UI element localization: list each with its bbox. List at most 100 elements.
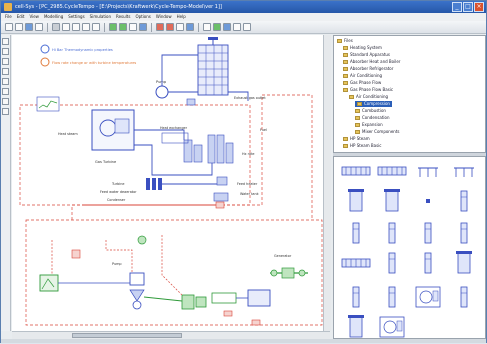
scroll-thumb[interactable] (72, 333, 182, 338)
menu-item-simulation[interactable]: Simulation (89, 14, 111, 19)
cooling-tower-icon[interactable] (379, 316, 405, 338)
column-icon[interactable] (460, 222, 468, 244)
tree-item[interactable]: Absorber Refrigerator (343, 66, 393, 72)
save-icon[interactable] (25, 23, 33, 31)
align-icon[interactable] (243, 23, 251, 31)
column-icon[interactable] (460, 286, 468, 308)
diagram-canvas[interactable]: Hi Bar Thermodynamic properties Flow rat… (12, 35, 330, 331)
left-tool-icon[interactable] (2, 88, 9, 95)
tree-item[interactable]: Compression (355, 101, 392, 107)
redo-icon[interactable] (92, 23, 100, 31)
column-icon[interactable] (388, 222, 396, 244)
heat-exchanger-block[interactable] (197, 44, 229, 96)
zoom-out-icon[interactable] (119, 23, 127, 31)
menu-item-settings[interactable]: Settings (68, 14, 85, 19)
table-icon[interactable] (203, 23, 211, 31)
minimize-button[interactable]: _ (452, 2, 462, 12)
undo-icon[interactable] (82, 23, 90, 31)
cut-icon[interactable] (52, 23, 60, 31)
tree-item[interactable]: Mixer Components (355, 129, 400, 135)
left-tool-icon[interactable] (2, 38, 9, 45)
column-icon[interactable] (424, 252, 432, 274)
maximize-button[interactable]: □ (463, 2, 473, 12)
column-icon[interactable] (352, 286, 360, 308)
column-icon[interactable] (388, 252, 396, 274)
results-icon[interactable] (186, 23, 194, 31)
fuel-label: Fuel (260, 128, 267, 132)
green-turbine-train[interactable] (181, 292, 237, 310)
pipe-split-icon[interactable] (454, 167, 474, 177)
pump-symbol[interactable] (155, 85, 169, 99)
trend-display[interactable] (36, 96, 60, 112)
tree-item[interactable]: Absorber Heat and Boiler (343, 59, 400, 65)
tree-item[interactable]: Air Conditioning (343, 73, 382, 79)
tree-item[interactable]: Gas Phase Flow Basic (343, 87, 393, 93)
new-icon[interactable] (5, 23, 13, 31)
small-fitting-icon[interactable] (426, 199, 430, 203)
heat-exchanger-icon[interactable] (377, 166, 407, 176)
left-tool-icon[interactable] (2, 58, 9, 65)
close-button[interactable]: × (474, 2, 484, 12)
lower-pump-block[interactable] (129, 272, 145, 286)
menu-item-results[interactable]: Results (115, 14, 131, 19)
feed-heaters[interactable] (146, 176, 229, 202)
tree-item[interactable]: Gas Phase Flow (343, 80, 381, 86)
tree-item[interactable]: Expansion (355, 122, 383, 128)
drum-icon[interactable] (348, 315, 364, 338)
turbine-icon[interactable] (418, 167, 438, 177)
tree-item[interactable]: HP Steam (343, 136, 370, 142)
column-exchangers[interactable] (183, 134, 234, 164)
tree-item[interactable]: HP Steam Basic (343, 143, 381, 149)
folder-icon (343, 81, 348, 85)
help-icon[interactable] (223, 23, 231, 31)
left-tool-icon[interactable] (2, 108, 9, 115)
lower-heat-exchanger[interactable] (39, 274, 59, 292)
lower-storage-tank[interactable] (247, 289, 271, 307)
column-icon[interactable] (388, 286, 396, 308)
left-tool-icon[interactable] (2, 98, 9, 105)
folder-icon (343, 137, 348, 141)
valve-tower-icon[interactable] (348, 189, 364, 212)
tree-item[interactable]: Files (337, 38, 353, 44)
print-icon[interactable] (35, 23, 43, 31)
menu-item-options[interactable]: Options (135, 14, 151, 19)
connect-icon[interactable] (139, 23, 147, 31)
menu-item-view[interactable]: View (29, 14, 39, 19)
left-tool-icon[interactable] (2, 68, 9, 75)
calc-icon[interactable] (176, 23, 184, 31)
tree-item-label: Mixer Components (362, 129, 400, 134)
stop-icon[interactable] (166, 23, 174, 31)
tree-item-label: Files (344, 38, 353, 43)
column-icon[interactable] (352, 222, 360, 244)
column-icon[interactable] (460, 190, 468, 212)
tree-item[interactable]: Heating System (343, 45, 382, 51)
tank-icon[interactable] (456, 251, 472, 274)
chart-icon[interactable] (213, 23, 221, 31)
boiler-icon[interactable] (384, 189, 400, 212)
run-icon[interactable] (156, 23, 164, 31)
tree-item[interactable]: Air Conditioning (349, 94, 388, 100)
left-tool-icon[interactable] (2, 48, 9, 55)
copy-icon[interactable] (62, 23, 70, 31)
coil-tank-icon[interactable] (415, 286, 441, 308)
menu-item-edit[interactable]: Edit (16, 14, 25, 19)
canvas-vertical-scrollbar[interactable] (323, 35, 331, 331)
menu-item-file[interactable]: File (5, 14, 12, 19)
canvas-horizontal-scrollbar[interactable] (12, 331, 330, 339)
column-icon[interactable] (424, 222, 432, 244)
pointer-icon[interactable] (129, 23, 137, 31)
menu-item-modelling[interactable]: Modelling (43, 14, 64, 19)
panel-splitter[interactable] (333, 153, 486, 156)
manifold-icon[interactable] (341, 258, 371, 268)
zoom-in-icon[interactable] (109, 23, 117, 31)
paste-icon[interactable] (72, 23, 80, 31)
tree-item[interactable]: Combustion (355, 108, 386, 114)
open-icon[interactable] (15, 23, 23, 31)
left-tool-icon[interactable] (2, 78, 9, 85)
tree-item[interactable]: Standard Apparatus (343, 52, 390, 58)
grid-icon[interactable] (233, 23, 241, 31)
menu-item-window[interactable]: Window (155, 14, 172, 19)
tree-item[interactable]: Condensation (355, 115, 390, 121)
heat-exchanger-icon[interactable] (341, 166, 371, 176)
menu-item-help[interactable]: Help (176, 14, 186, 19)
